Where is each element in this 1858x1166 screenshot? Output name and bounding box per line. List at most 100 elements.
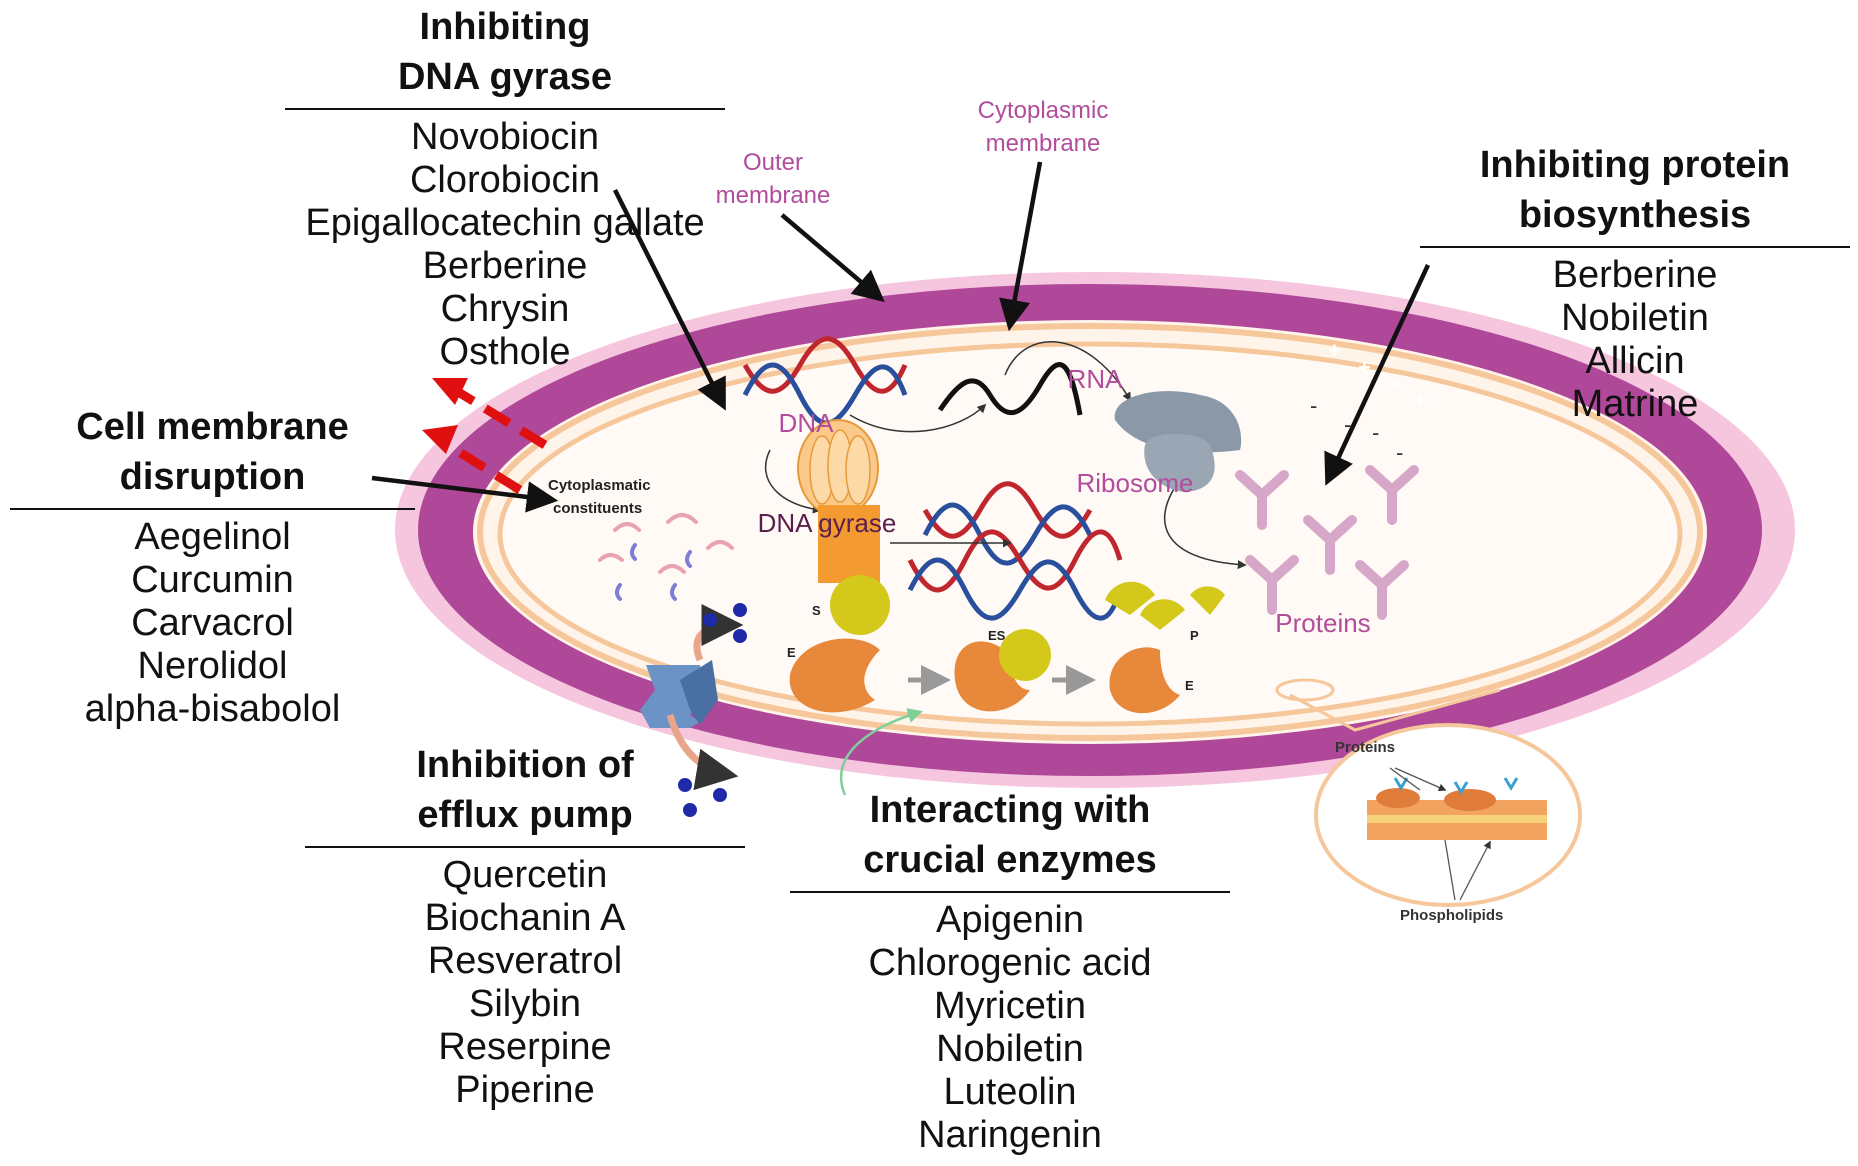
dna-gyrase-icon [797,419,880,583]
inset-labels: Proteins Phospholipids [1335,739,1503,924]
list-item: Aegelinol [134,516,291,558]
enzyme-reaction [789,575,1225,714]
inset-phospholipids-label: Phospholipids [1400,907,1503,924]
list-item: Osthole [439,331,571,373]
enzyme-interaction-arrow [839,708,923,796]
efflux-dot [683,803,697,817]
cytoplasmatic-constituents-icon [598,513,734,601]
group-title: efflux pump [417,794,633,836]
membrane-charges: + + + + [1328,338,1427,413]
minus-charge: - [1396,440,1403,465]
ribosome-icon [1114,391,1242,492]
group-dna-gyrase: Inhibiting DNA gyrase Novobiocin Clorobi… [285,2,725,374]
list-item: Apigenin [936,899,1084,941]
list-item: Resveratrol [427,940,623,982]
enzyme-icon [789,638,880,713]
minus-charge: - [1344,412,1351,437]
group-title: Inhibiting [419,6,591,48]
list-item: Berberine [1552,254,1718,296]
cytoplasm-charges: - - - - [1310,393,1403,465]
cytoplasmatic-constituents-label: constituents [553,500,642,517]
list-item: Novobiocin [411,116,599,158]
product-label: P [1190,628,1199,643]
rna-label: RNA [1068,364,1124,394]
list-item: Allicin [1585,340,1685,382]
group-title: Inhibition of [416,744,634,786]
group-title: crucial enzymes [863,839,1157,881]
plus-charge: + [1328,338,1341,363]
list-item: Berberine [422,245,588,287]
plus-charge: + [1388,372,1401,397]
substrate-icon [830,575,890,635]
group-title: biosynthesis [1518,194,1752,236]
group-membrane-disruption: Cell membrane disruption Aegelinol Curcu… [10,402,415,731]
substrate-label: S [812,603,821,618]
cytoplasmic-membrane-label: membrane [986,130,1101,157]
enzyme-substrate-label: ES [988,628,1006,643]
efflux-dot [703,613,717,627]
list-item: Epigallocatechin gallate [305,202,705,244]
efflux-pump-icon [640,603,747,817]
divider [790,891,1230,893]
list-item: Chrysin [440,288,570,330]
divider [285,108,725,110]
list-item: Nerolidol [137,645,288,687]
outer-membrane-label: Outer [743,149,803,176]
efflux-dot [733,629,747,643]
cytoplasmic-membrane-label: Cytoplasmic [978,97,1109,124]
list-item: Nobiletin [936,1028,1084,1070]
cytoplasmatic-constituents-label: Cytoplasmatic [548,477,651,494]
list-item: Myricetin [933,985,1087,1027]
membrane-inset [1275,678,1582,907]
list-item: Clorobiocin [409,159,601,201]
ribosome-label: Ribosome [1076,468,1193,498]
list-item: Matrine [1571,383,1699,425]
red-arrowhead-lower [422,425,458,454]
proteins-label: Proteins [1275,608,1370,638]
membrane-disruption-arrows [437,386,548,494]
efflux-dot [678,778,692,792]
list-item: Silybin [469,983,581,1025]
list-item: Chlorogenic acid [868,942,1152,984]
enzyme-labels: S E ES P E [787,603,1199,693]
list-item: Biochanin A [424,897,626,939]
pointer-arrows [371,161,1431,513]
group-title: Inhibiting protein [1479,144,1791,186]
group-title: DNA gyrase [397,56,612,98]
group-crucial-enzymes: Interacting with crucial enzymes Apigeni… [790,785,1230,1157]
group-efflux-pump: Inhibition of efflux pump Quercetin Bioc… [305,740,745,1112]
divider [1420,246,1850,248]
dna-gyrase-label: DNA gyrase [758,508,897,538]
dna-helix-middle [922,481,1093,566]
cell-labels: Outer membrane Cytoplasmic membrane DNA … [716,97,1371,638]
enzyme-product-complex [1109,647,1180,714]
minus-charge: - [1310,393,1317,418]
red-arrowhead-upper [432,378,468,405]
list-item: Curcumin [131,559,294,601]
enzyme-substrate-complex [954,641,1030,712]
list-item: Reserpine [438,1026,612,1068]
process-arrows [764,341,1247,570]
list-item: Quercetin [442,854,608,896]
list-item: Piperine [455,1069,595,1111]
list-item: Luteolin [943,1071,1077,1113]
constituents-labels: Cytoplasmatic constituents [548,477,651,517]
divider [305,846,745,848]
enzyme-label: E [787,645,796,660]
list-item: Nobiletin [1561,297,1709,339]
list-item: alpha-bisabolol [84,688,341,730]
rna-strand [937,362,1083,416]
outer-membrane-label: membrane [716,182,831,209]
efflux-dot [733,603,747,617]
group-title: disruption [119,456,306,498]
dna-helix-lower [907,529,1123,621]
inset-proteins-label: Proteins [1335,739,1395,756]
cytoplasmic-membrane-outer-line [477,323,1703,741]
list-item: Naringenin [918,1114,1102,1156]
list-item: Carvacrol [131,602,294,644]
enzyme-label-2: E [1185,678,1194,693]
minus-charge: - [1372,420,1379,445]
plus-charge: + [1358,355,1371,380]
